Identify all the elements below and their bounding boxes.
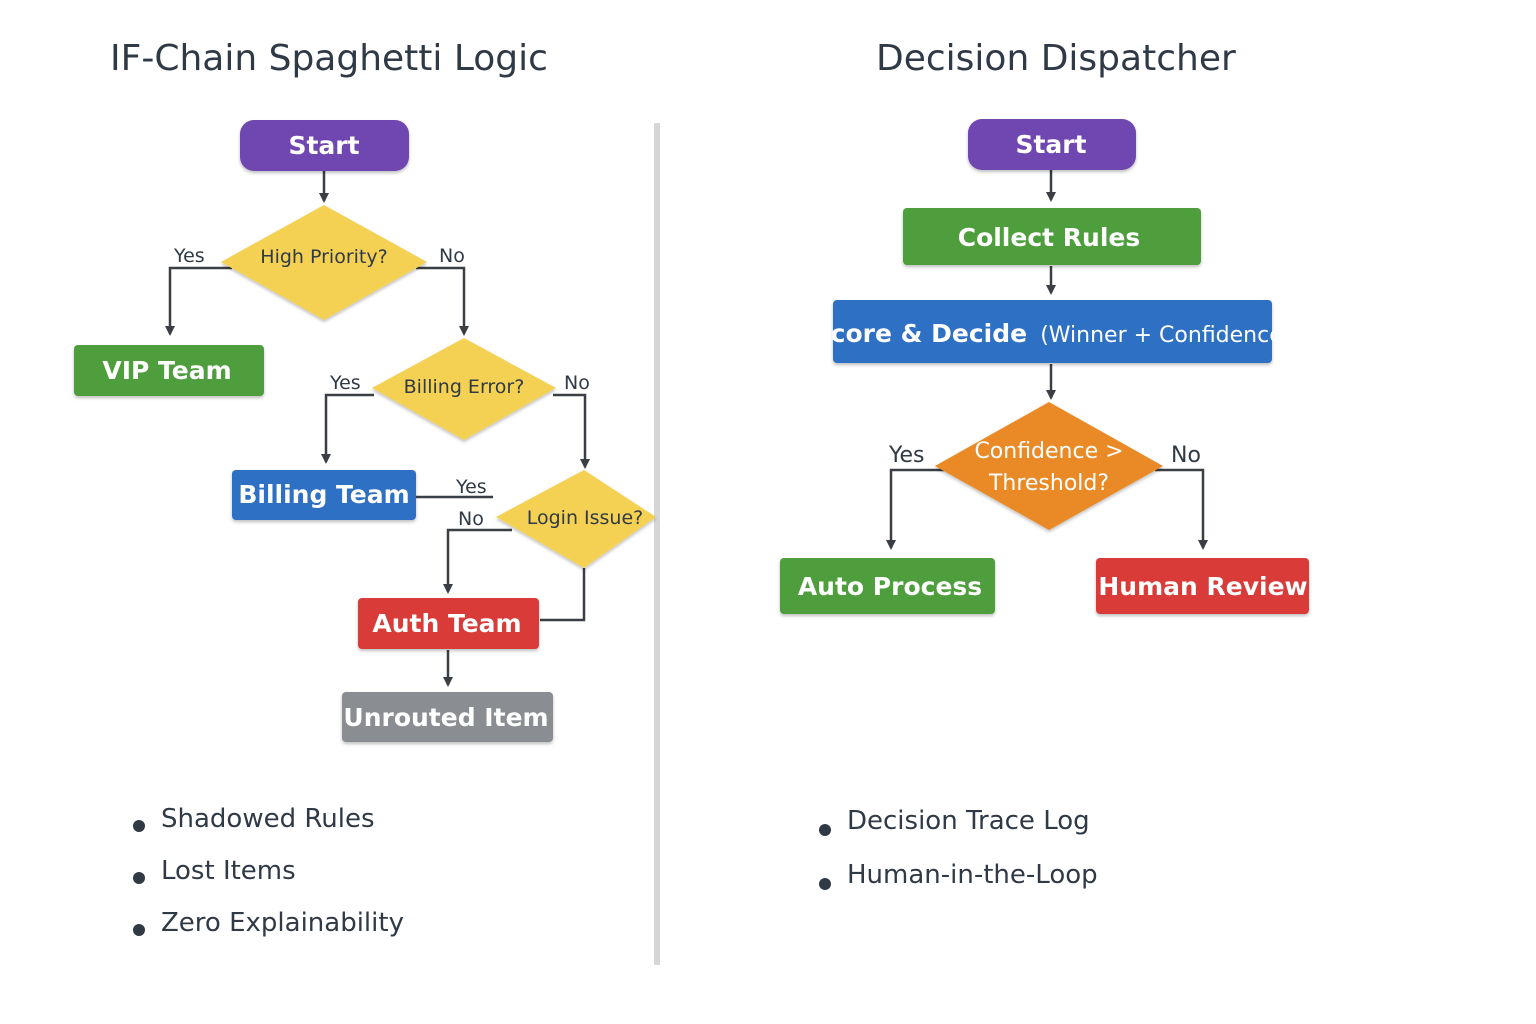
auth-team-node: Auth Team bbox=[358, 598, 539, 649]
left-title: IF-Chain Spaghetti Logic bbox=[110, 38, 548, 79]
score-decide-detail: (Winner + Confidence) bbox=[1040, 323, 1291, 348]
edge-high-priority-no bbox=[416, 266, 469, 336]
right-start-label: Start bbox=[1015, 130, 1086, 159]
billing-error-label: Billing Error? bbox=[404, 376, 525, 398]
confidence-no-label: No bbox=[1171, 443, 1201, 468]
right-bullet-text: Decision Trace Log bbox=[847, 806, 1090, 836]
auto-process-node: Auto Process bbox=[780, 558, 995, 614]
high-priority-decision: High Priority? bbox=[221, 205, 427, 320]
left-bullet-item: Zero Explainability bbox=[133, 904, 404, 956]
confidence-yes-label: Yes bbox=[888, 443, 925, 468]
left-bullet-item: Shadowed Rules bbox=[133, 800, 404, 852]
right-connectors bbox=[886, 170, 1208, 550]
edge-billing-error-yes bbox=[321, 393, 374, 464]
high-priority-yes-label: Yes bbox=[173, 245, 205, 267]
left-bullet-text: Lost Items bbox=[161, 856, 296, 886]
login-issue-decision: Login Issue? bbox=[496, 470, 656, 568]
right-start-node: Start bbox=[968, 119, 1136, 170]
edge-high-priority-yes bbox=[165, 266, 232, 336]
confidence-label-line2: Threshold? bbox=[988, 471, 1109, 496]
left-bullet-text: Shadowed Rules bbox=[161, 804, 375, 834]
svg-text:Score & Decide (Winner +: Score & Decide (Winner + Confidence) bbox=[813, 319, 1292, 348]
right-title: Decision Dispatcher bbox=[876, 38, 1236, 79]
confidence-decision: Confidence > Threshold? bbox=[935, 402, 1163, 530]
confidence-label-line1: Confidence > bbox=[974, 439, 1123, 464]
billing-error-decision: Billing Error? bbox=[372, 338, 556, 440]
collect-rules-label: Collect Rules bbox=[958, 223, 1141, 252]
bullet-dot-icon bbox=[819, 824, 831, 836]
score-decide-node: Score & Decide (Winner + Confidence) bbox=[813, 300, 1292, 363]
billing-error-no-label: No bbox=[564, 372, 590, 394]
right-bullet-text: Human-in-the-Loop bbox=[847, 860, 1098, 890]
collect-rules-node: Collect Rules bbox=[903, 208, 1201, 265]
auto-process-label: Auto Process bbox=[798, 572, 982, 601]
edge-confidence-yes bbox=[886, 468, 945, 550]
edge-login-no-to-auth bbox=[443, 528, 512, 594]
right-bullet-item: Decision Trace Log bbox=[819, 803, 1098, 857]
left-connectors bbox=[165, 171, 590, 687]
edge-billing-error-no bbox=[553, 393, 590, 469]
left-bullet-item: Lost Items bbox=[133, 852, 404, 904]
panel-divider bbox=[654, 123, 660, 965]
edge-login-bottom-to-auth bbox=[540, 568, 586, 622]
bullet-dot-icon bbox=[819, 878, 831, 890]
bullet-dot-icon bbox=[133, 924, 145, 936]
auth-team-label: Auth Team bbox=[372, 609, 521, 638]
vip-team-label: VIP Team bbox=[102, 356, 231, 385]
edge-confidence-no bbox=[1155, 468, 1208, 550]
billing-error-yes-label: Yes bbox=[329, 372, 361, 394]
left-bullet-list: Shadowed Rules Lost Items Zero Explainab… bbox=[133, 800, 404, 956]
login-issue-yes-label: Yes bbox=[455, 476, 487, 498]
score-decide-label: Score & Decide bbox=[813, 319, 1027, 348]
left-start-node: Start bbox=[240, 120, 409, 171]
login-issue-no-label: No bbox=[458, 508, 484, 530]
left-bullet-text: Zero Explainability bbox=[161, 908, 404, 938]
billing-team-node: Billing Team bbox=[232, 470, 416, 520]
high-priority-label: High Priority? bbox=[260, 246, 387, 268]
unrouted-item-node: Unrouted Item bbox=[342, 692, 553, 742]
bullet-dot-icon bbox=[133, 872, 145, 884]
high-priority-no-label: No bbox=[439, 245, 465, 267]
left-start-label: Start bbox=[288, 131, 359, 160]
human-review-label: Human Review bbox=[1098, 572, 1307, 601]
billing-team-label: Billing Team bbox=[238, 480, 409, 509]
unrouted-item-label: Unrouted Item bbox=[343, 703, 548, 732]
human-review-node: Human Review bbox=[1096, 558, 1309, 614]
right-bullet-item: Human-in-the-Loop bbox=[819, 857, 1098, 911]
bullet-dot-icon bbox=[133, 820, 145, 832]
vip-team-node: VIP Team bbox=[74, 345, 264, 396]
login-issue-label: Login Issue? bbox=[527, 507, 644, 529]
right-bullet-list: Decision Trace Log Human-in-the-Loop bbox=[819, 803, 1098, 911]
